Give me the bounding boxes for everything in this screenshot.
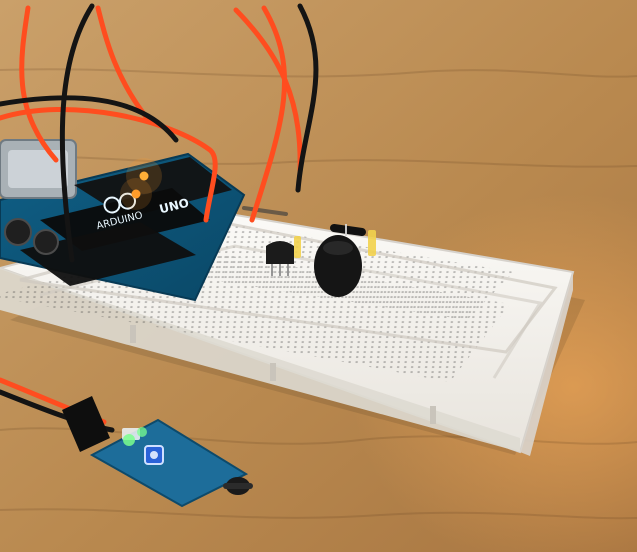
diode	[330, 224, 366, 236]
board-led	[139, 171, 149, 181]
resistor	[242, 206, 288, 216]
wire-red	[249, 5, 287, 223]
sensor-led	[123, 434, 135, 446]
capacitor	[4, 218, 32, 246]
wire-black	[59, 3, 95, 263]
arduino-board: ARDUINO UNO	[0, 139, 246, 302]
components	[242, 206, 376, 297]
capacitor	[33, 229, 59, 255]
wire-red	[19, 5, 59, 163]
wires	[0, 3, 319, 433]
flame-sensor-module	[62, 396, 253, 508]
wire-black	[0, 95, 179, 143]
atmega-chip	[40, 188, 210, 251]
wire-red	[95, 5, 153, 125]
board-led	[131, 189, 141, 199]
wood-grain	[0, 68, 637, 520]
wire-red	[0, 107, 218, 223]
transistor	[266, 241, 294, 264]
header-bottom	[20, 222, 196, 286]
sensor-led	[137, 427, 147, 437]
wire-black	[295, 3, 319, 193]
sensor-connector	[62, 396, 110, 452]
